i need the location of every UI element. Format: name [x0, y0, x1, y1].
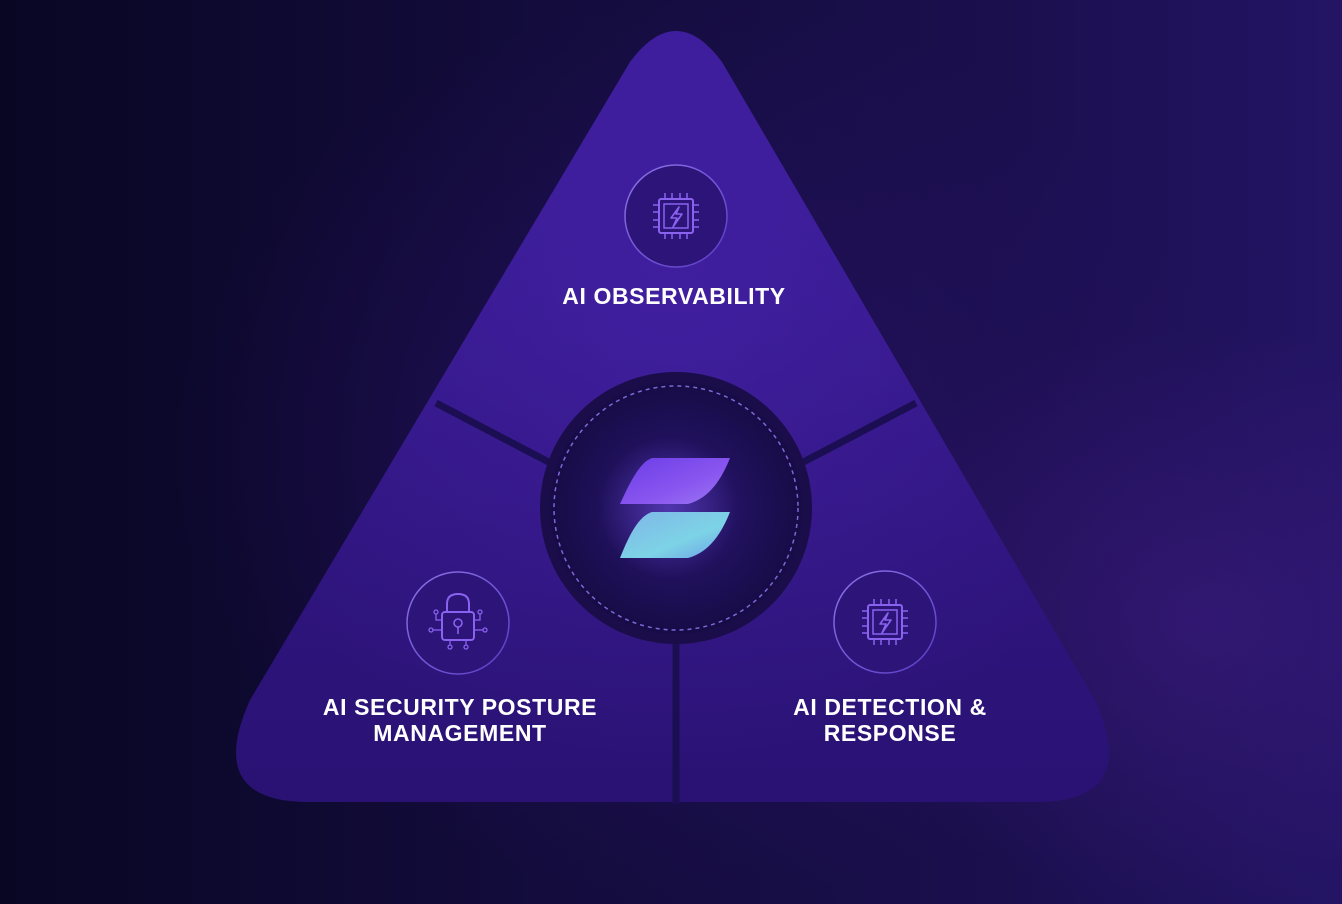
brand-logo-icon — [620, 458, 730, 558]
cpu-lightning-icon — [624, 164, 728, 268]
segment-label-detection-response: AI DETECTION & RESPONSE — [740, 694, 1040, 746]
cpu-lightning-icon-right — [833, 570, 937, 674]
segment-label-line: AI OBSERVABILITY — [562, 283, 786, 309]
segment-label-observability: AI OBSERVABILITY — [474, 283, 874, 309]
padlock-circuit-icon — [406, 571, 510, 675]
segment-label-line: AI SECURITY POSTURE — [322, 694, 598, 720]
center-dashed-ring — [553, 385, 799, 631]
segment-label-line: RESPONSE — [823, 720, 957, 746]
segment-label-security-posture: AI SECURITY POSTURE MANAGEMENT — [300, 694, 620, 746]
divider-right — [790, 399, 918, 472]
divider-left — [434, 399, 562, 472]
segment-label-line: AI DETECTION & — [793, 694, 987, 720]
segment-label-line: MANAGEMENT — [373, 720, 547, 746]
